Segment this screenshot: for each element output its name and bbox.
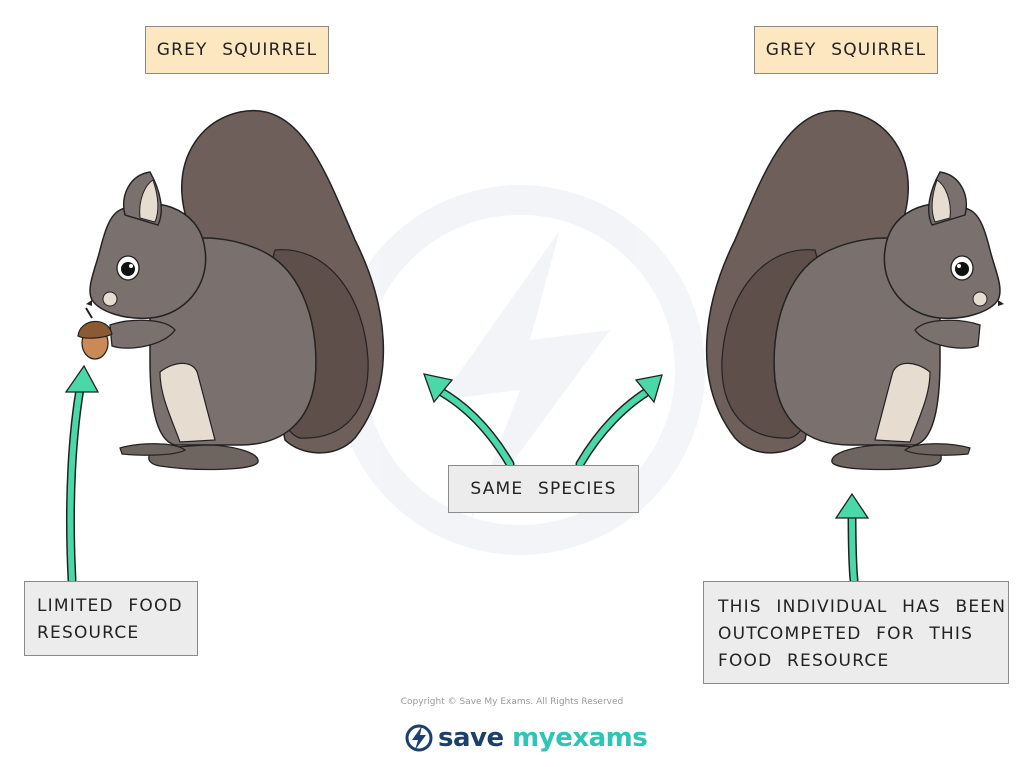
lightning-logo-icon xyxy=(405,724,433,752)
limited-food-line-2: RESOURCE xyxy=(37,623,140,643)
copyright-notice: Copyright © Save My Exams. All Rights Re… xyxy=(400,697,624,707)
brand-word-save: save xyxy=(438,723,504,753)
outcompeted-label: THIS INDIVIDUAL HAS BEEN OUTCOMPETED FOR… xyxy=(703,581,1009,684)
right-squirrel-label: GREY SQUIRREL xyxy=(754,26,938,74)
brand-word-my: my xyxy=(512,723,556,753)
outcompeted-line-2: OUTCOMPETED FOR THIS xyxy=(718,624,974,644)
outcompeted-line-1: THIS INDIVIDUAL HAS BEEN xyxy=(718,597,1007,617)
left-squirrel-illustration xyxy=(85,109,385,471)
left-squirrel-label: GREY SQUIRREL xyxy=(145,26,329,74)
same-species-label: SAME SPECIES xyxy=(448,465,639,513)
brand-logo: save myexams xyxy=(404,718,648,758)
right-squirrel-illustration xyxy=(705,109,1005,471)
arrow-to-right-squirrel-feet xyxy=(834,492,870,585)
arrow-to-left-squirrel xyxy=(422,373,515,469)
acorn-icon xyxy=(77,307,113,360)
arrow-to-right-squirrel xyxy=(575,374,663,469)
brand-word-exams: exams xyxy=(555,723,648,753)
limited-food-line-1: LIMITED FOOD xyxy=(37,596,183,616)
arrow-to-acorn xyxy=(64,364,100,585)
limited-food-label: LIMITED FOOD RESOURCE xyxy=(24,581,198,656)
outcompeted-line-3: FOOD RESOURCE xyxy=(718,651,890,671)
